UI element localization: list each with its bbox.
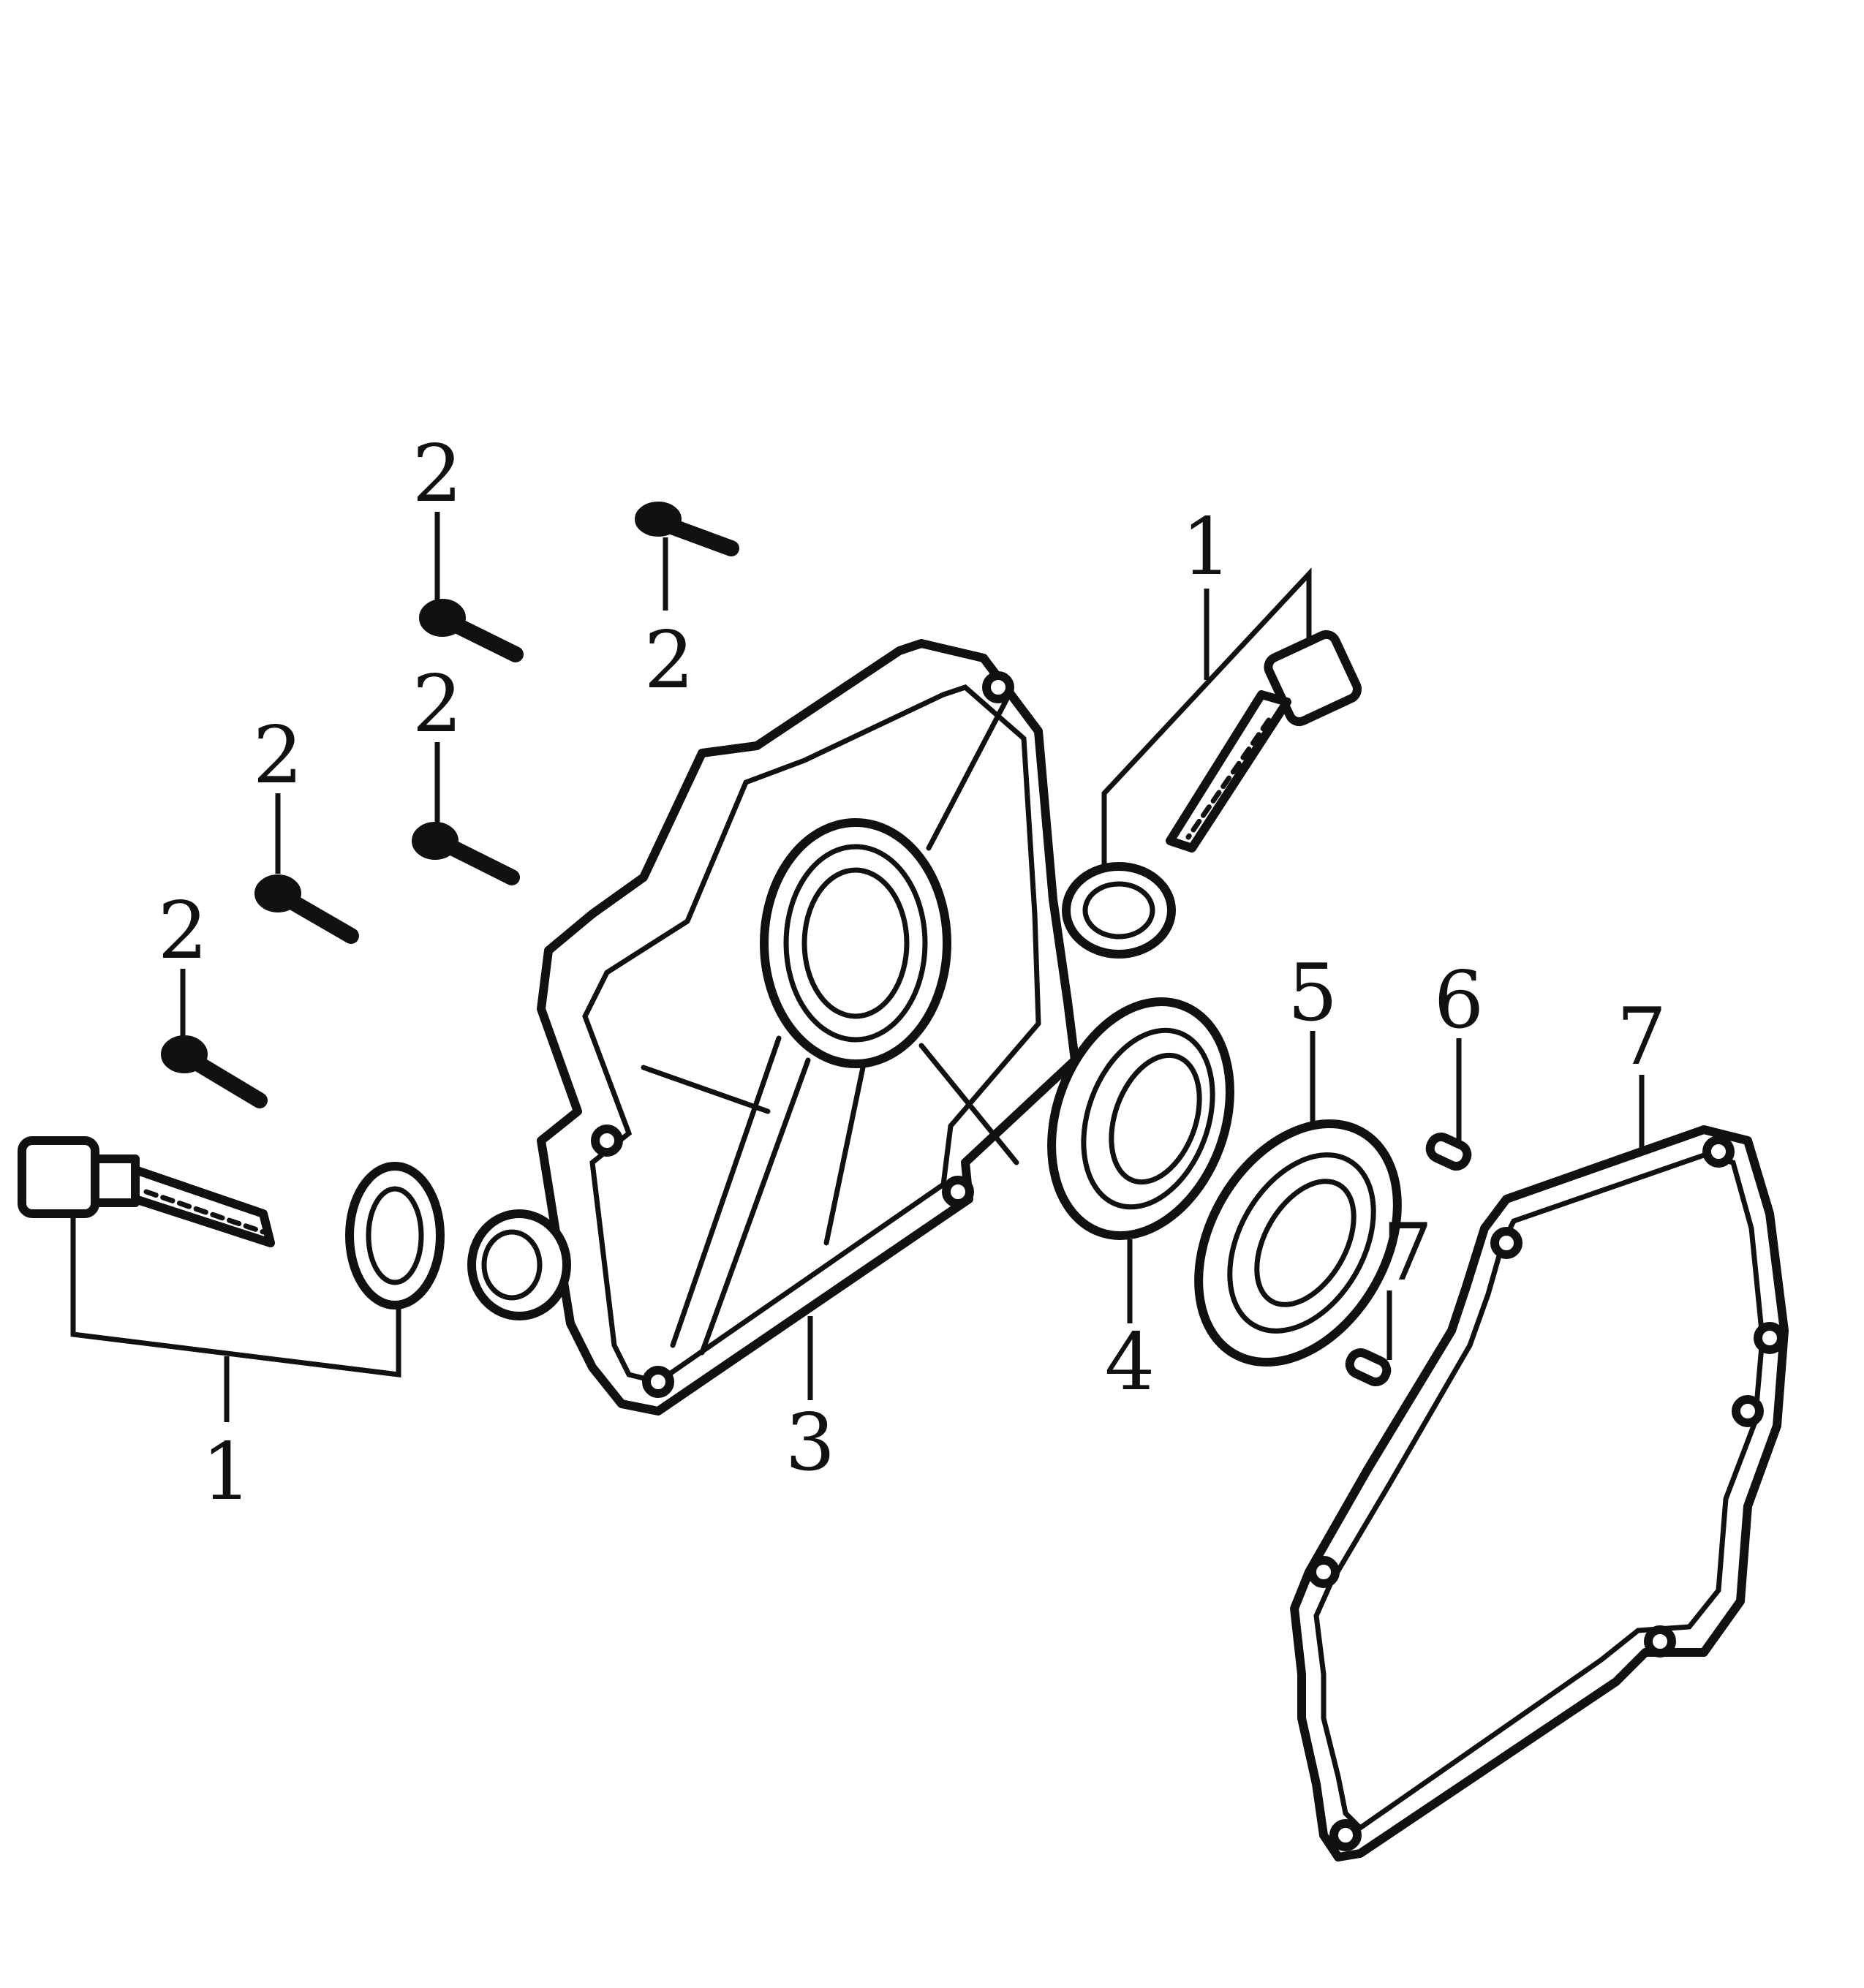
bearing — [1194, 1119, 1402, 1367]
bolt-a — [635, 502, 739, 556]
oil-seal — [1047, 997, 1234, 1240]
callout-2-lower-left: 2 — [158, 885, 208, 977]
callout-4: 4 — [1105, 1317, 1155, 1408]
callout-3: 3 — [785, 1397, 836, 1489]
bolt-b — [419, 599, 524, 662]
drain-plug-right — [1166, 630, 1362, 853]
callout-5: 5 — [1288, 948, 1338, 1039]
drain-plug-left-seal — [345, 1162, 445, 1309]
callout-2-middle: 2 — [412, 659, 463, 750]
callout-1-left: 1 — [202, 1426, 252, 1518]
drain-plug-left — [18, 1136, 275, 1247]
callout-2-top: 2 — [412, 428, 463, 520]
dowel-pin-upper — [1425, 1133, 1472, 1171]
callout-1-right: 1 — [1182, 502, 1232, 593]
callout-7-dowel: 7 — [1383, 1207, 1433, 1299]
callout-2-upper-right: 2 — [644, 615, 695, 706]
callout-7-gasket: 7 — [1617, 991, 1667, 1083]
bolt-c — [412, 822, 520, 885]
bolt-d — [254, 874, 359, 944]
crankcase-cover — [467, 639, 1079, 1416]
bolt-e — [161, 1035, 268, 1108]
drain-plug-right-seal — [1062, 862, 1176, 959]
leader-lines — [70, 512, 1645, 1422]
callout-6: 6 — [1434, 955, 1484, 1046]
gasket — [1290, 1125, 1789, 1862]
callout-2-mid-left: 2 — [253, 710, 303, 801]
dowel-pin-lower — [1345, 1348, 1392, 1386]
